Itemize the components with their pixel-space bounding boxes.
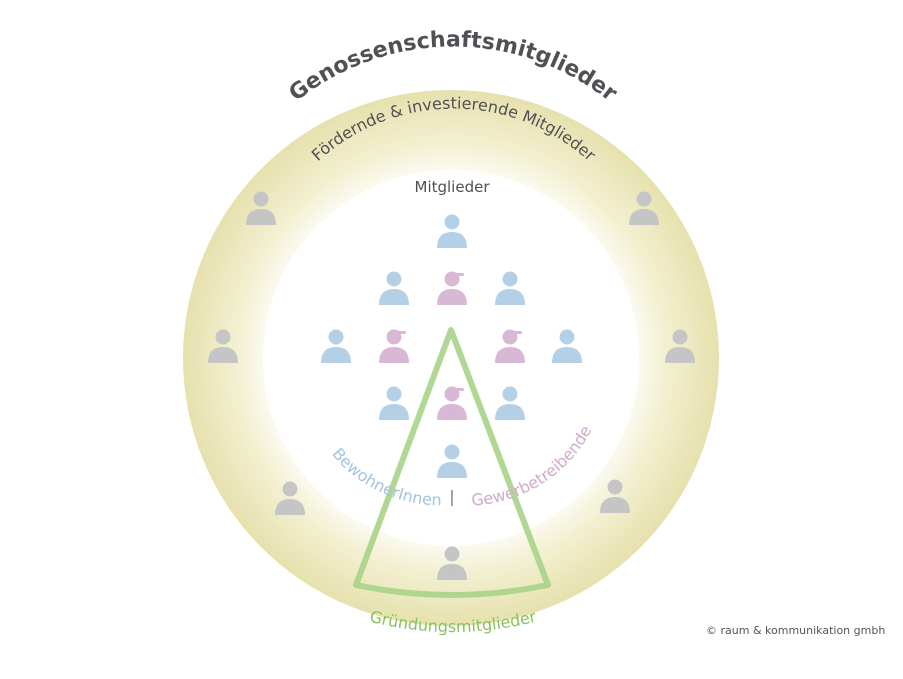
business-person-icon [437,386,467,420]
copyright-notice: © raum & kommunikation gmbh [706,624,886,637]
investor-person-icon [600,479,630,513]
members-label: Mitglieder [415,178,491,196]
founding-cone [353,327,551,598]
investor-person-icon [437,546,467,580]
resident-person-icon [379,271,409,305]
resident-person-icon [495,386,525,420]
people-group [208,191,695,580]
business-person-icon [437,271,467,305]
resident-person-icon [495,271,525,305]
investor-person-icon [246,191,276,225]
business-person-icon [495,329,525,363]
resident-person-icon [379,386,409,420]
inner-circle [263,170,639,546]
resident-person-icon [437,214,467,248]
label-separator: | [449,487,454,506]
resident-person-icon [437,444,467,478]
investor-person-icon [208,329,238,363]
resident-person-icon [552,329,582,363]
investor-person-icon [665,329,695,363]
investor-person-icon [275,481,305,515]
investor-person-icon [629,191,659,225]
resident-person-icon [321,329,351,363]
business-person-icon [379,329,409,363]
